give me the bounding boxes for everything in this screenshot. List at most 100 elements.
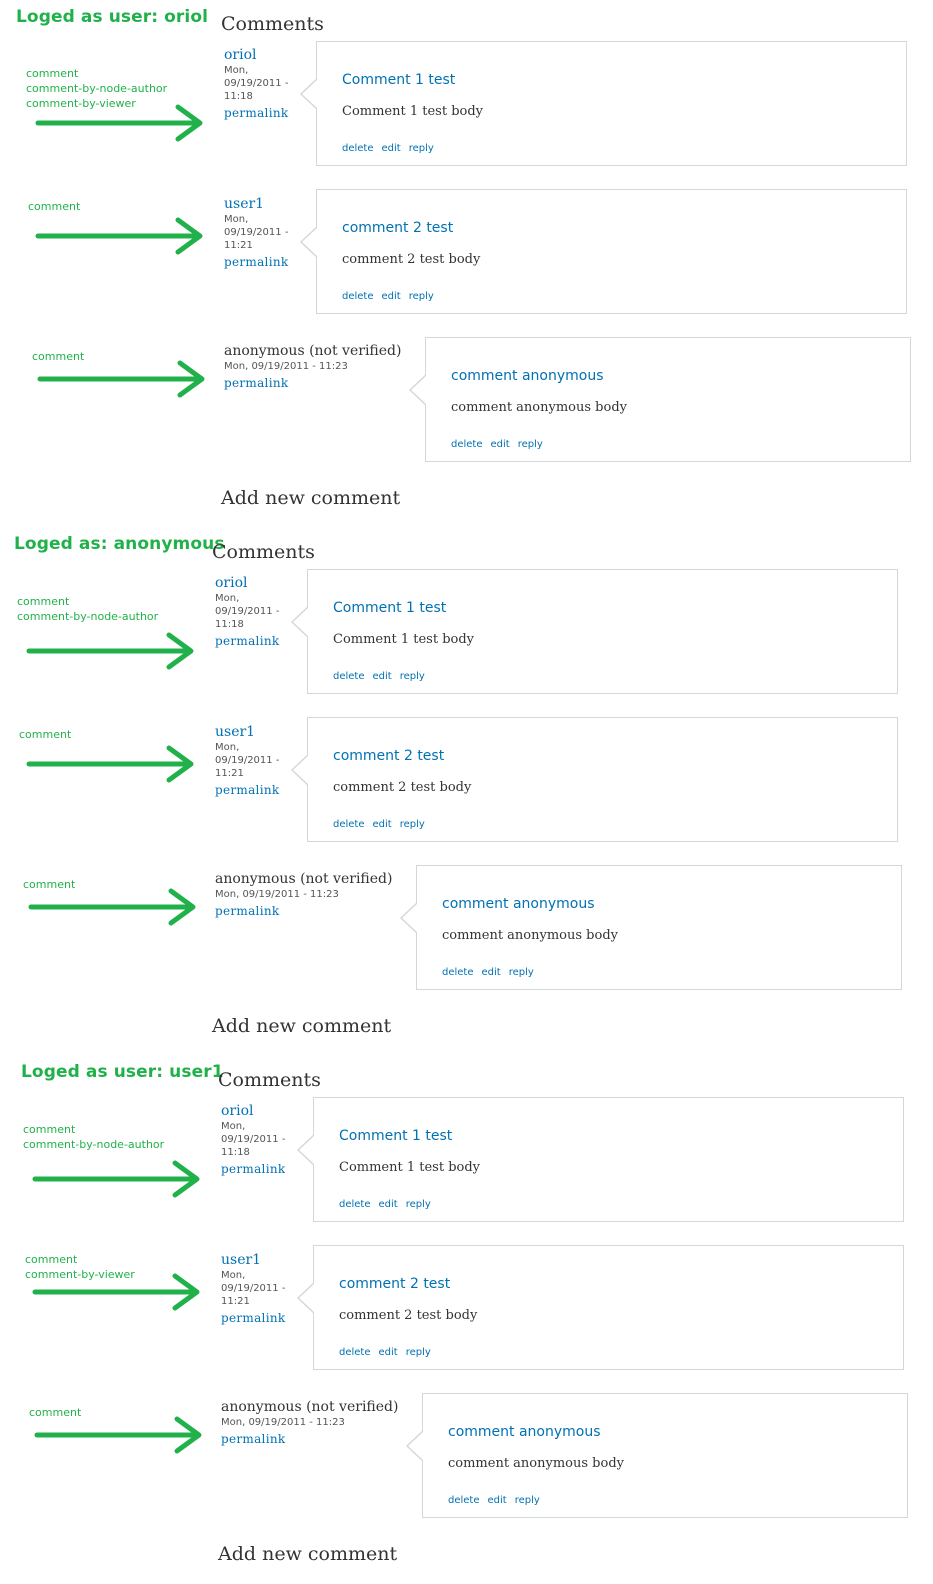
delete-link[interactable]: delete: [342, 291, 374, 302]
reply-link[interactable]: reply: [408, 291, 434, 302]
edit-link[interactable]: edit: [372, 819, 392, 830]
comment-date: Mon, 09/19/2011 - 11:18: [215, 593, 280, 630]
permalink-link[interactable]: permalink: [215, 904, 280, 918]
panel-logged-oriol: Loged as user: oriol Comments comment co…: [0, 0, 933, 528]
comment-box: comment anonymous comment anonymous body…: [409, 337, 911, 462]
edit-link[interactable]: edit: [378, 1199, 398, 1210]
comment-links: delete edit reply: [339, 1347, 439, 1358]
login-label: Loged as: anonymous: [14, 534, 225, 554]
edit-link[interactable]: edit: [487, 1495, 507, 1506]
comment-box: Comment 1 test Comment 1 test body delet…: [291, 569, 898, 694]
delete-link[interactable]: delete: [442, 967, 474, 978]
author-link[interactable]: user1: [221, 1252, 262, 1268]
comment-title-link[interactable]: comment anonymous: [442, 896, 595, 912]
comment-body: comment anonymous body: [448, 1456, 624, 1471]
comment-box: comment anonymous comment anonymous body…: [406, 1393, 908, 1518]
author-link[interactable]: user1: [224, 196, 265, 212]
edit-link[interactable]: edit: [490, 439, 510, 450]
comment-title-link[interactable]: comment 2 test: [333, 748, 445, 764]
comment-body: comment anonymous body: [442, 928, 618, 943]
delete-link[interactable]: delete: [448, 1495, 480, 1506]
delete-link[interactable]: delete: [451, 439, 483, 450]
comment-date: Mon, 09/19/2011 - 11:23: [215, 889, 339, 900]
permalink-link[interactable]: permalink: [221, 1432, 286, 1446]
arrow-icon: [33, 1272, 203, 1312]
class-list: comment: [29, 1405, 81, 1420]
comment-date: Mon, 09/19/2011 - 11:18: [221, 1121, 286, 1158]
comments-heading: Comments: [212, 541, 315, 563]
author-link[interactable]: user1: [215, 724, 256, 740]
class-name: comment: [26, 67, 79, 80]
permalink-link[interactable]: permalink: [224, 255, 289, 269]
author-link[interactable]: oriol: [221, 1103, 254, 1119]
arrow-icon: [36, 103, 206, 143]
class-name: comment: [32, 350, 85, 363]
edit-link[interactable]: edit: [372, 671, 392, 682]
arrow-icon: [33, 1159, 203, 1199]
reply-link[interactable]: reply: [399, 671, 425, 682]
class-list: comment: [23, 877, 75, 892]
edit-link[interactable]: edit: [378, 1347, 398, 1358]
comment-title-link[interactable]: Comment 1 test: [342, 72, 456, 88]
class-name: comment-by-viewer: [25, 1268, 135, 1281]
comment-title-link[interactable]: comment anonymous: [451, 368, 604, 384]
delete-link[interactable]: delete: [333, 819, 365, 830]
panel-logged-anonymous: Loged as: anonymous Comments comment com…: [0, 528, 924, 1056]
delete-link[interactable]: delete: [339, 1199, 371, 1210]
class-list: comment: [19, 727, 71, 742]
arrow-icon: [29, 887, 199, 927]
edit-link[interactable]: edit: [381, 143, 401, 154]
comment-title-link[interactable]: Comment 1 test: [333, 600, 447, 616]
comment-box: comment anonymous comment anonymous body…: [400, 865, 902, 990]
class-name: comment-by-viewer: [26, 97, 136, 110]
author-link[interactable]: oriol: [215, 575, 248, 591]
arrow-icon: [27, 631, 197, 671]
comment-box: comment 2 test comment 2 test body delet…: [297, 1245, 904, 1370]
permalink-link[interactable]: permalink: [215, 634, 280, 648]
permalink-link[interactable]: permalink: [224, 376, 289, 390]
comment-links: delete edit reply: [342, 291, 442, 302]
comment-date: Mon, 09/19/2011 - 11:21: [224, 214, 289, 251]
comment-meta: anonymous (not verified) Mon, 09/19/2011…: [221, 1398, 421, 1446]
arrow-icon: [36, 216, 206, 256]
comment-title-link[interactable]: Comment 1 test: [339, 1128, 453, 1144]
permalink-link[interactable]: permalink: [221, 1162, 286, 1176]
comment-body: comment 2 test body: [342, 252, 481, 267]
reply-link[interactable]: reply: [399, 819, 425, 830]
reply-link[interactable]: reply: [405, 1199, 431, 1210]
comment-title-link[interactable]: comment anonymous: [448, 1424, 601, 1440]
comment-links: delete edit reply: [339, 1199, 439, 1210]
comment-body: Comment 1 test body: [339, 1160, 481, 1175]
edit-link[interactable]: edit: [481, 967, 501, 978]
delete-link[interactable]: delete: [333, 671, 365, 682]
comment-title-link[interactable]: comment 2 test: [339, 1276, 451, 1292]
class-name: comment: [23, 878, 76, 891]
class-name: comment: [19, 728, 72, 741]
login-label: Loged as user: oriol: [16, 7, 209, 27]
class-list: comment comment-by-viewer: [25, 1252, 135, 1282]
author-link[interactable]: oriol: [224, 47, 257, 63]
delete-link[interactable]: delete: [339, 1347, 371, 1358]
delete-link[interactable]: delete: [342, 143, 374, 154]
reply-link[interactable]: reply: [405, 1347, 431, 1358]
reply-link[interactable]: reply: [508, 967, 534, 978]
comment-meta: oriol Mon, 09/19/2011 - 11:18 permalink: [215, 574, 283, 648]
reply-link[interactable]: reply: [517, 439, 543, 450]
edit-link[interactable]: edit: [381, 291, 401, 302]
comment-body: comment 2 test body: [333, 780, 472, 795]
permalink-link[interactable]: permalink: [221, 1311, 286, 1325]
permalink-link[interactable]: permalink: [215, 783, 280, 797]
reply-link[interactable]: reply: [408, 143, 434, 154]
add-new-comment-heading: Add new comment: [212, 1015, 392, 1037]
permalink-link[interactable]: permalink: [224, 106, 289, 120]
add-new-comment-heading: Add new comment: [221, 487, 401, 509]
author-name: anonymous (not verified): [215, 871, 393, 887]
reply-link[interactable]: reply: [514, 1495, 540, 1506]
comment-date: Mon, 09/19/2011 - 11:21: [221, 1270, 286, 1307]
comment-title-link[interactable]: comment 2 test: [342, 220, 454, 236]
comment-meta: anonymous (not verified) Mon, 09/19/2011…: [215, 870, 415, 918]
comment-meta: anonymous (not verified) Mon, 09/19/2011…: [224, 342, 424, 390]
class-list: comment comment-by-node-author: [17, 594, 158, 624]
comment-box: Comment 1 test Comment 1 test body delet…: [297, 1097, 904, 1222]
comment-date: Mon, 09/19/2011 - 11:18: [224, 65, 289, 102]
